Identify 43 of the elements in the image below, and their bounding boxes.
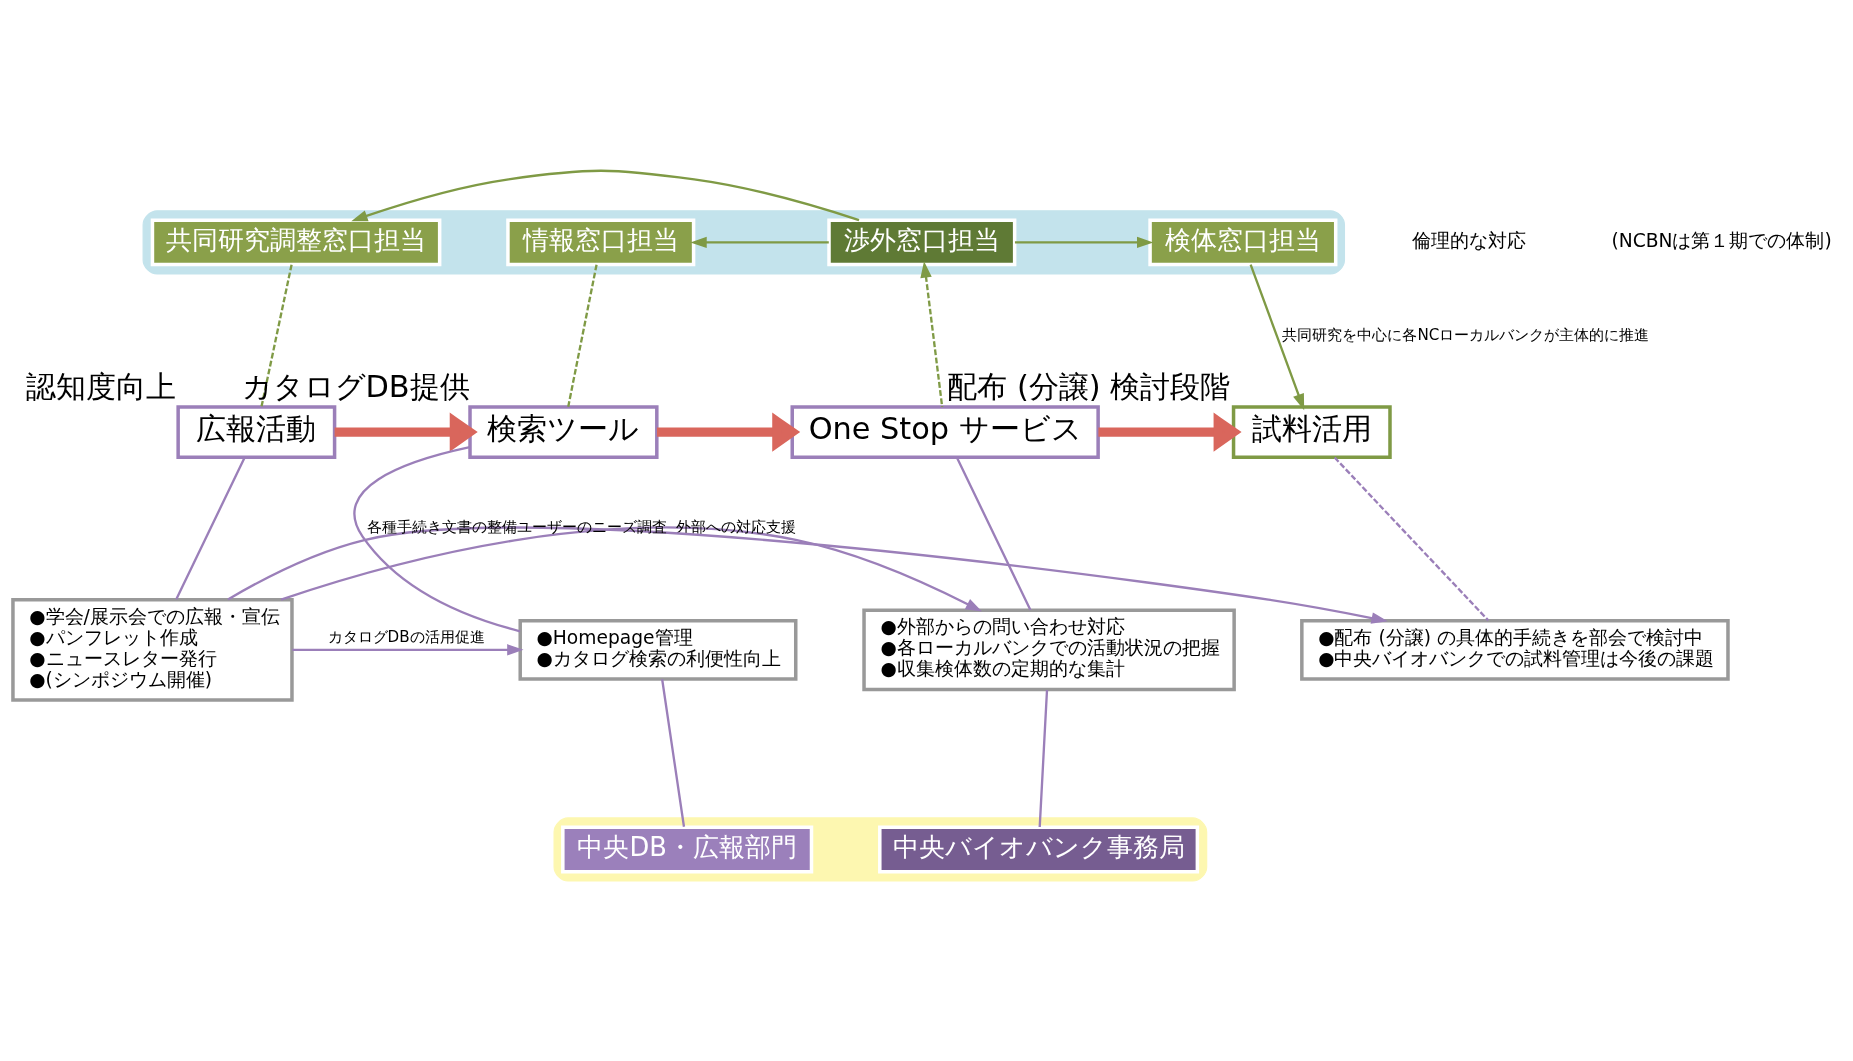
connector bbox=[175, 457, 246, 600]
node-label: カタログDB提供 bbox=[241, 369, 470, 405]
arrow bbox=[280, 526, 982, 612]
cluster bbox=[553, 817, 1208, 882]
connector bbox=[353, 446, 521, 633]
node-box: 中央バイオバンク事務局 bbox=[878, 825, 1200, 874]
node-box: ●配布 (分譲) の具体的手続きを部会で検討中 ●中央バイオバンクでの試料管理は今後の課題 bbox=[1300, 618, 1730, 681]
connector bbox=[1333, 456, 1490, 622]
node-box: ●学会/展示会での広報・宣伝 ●パンフレット作成 ●ニュースレター発行 ●(シンポジウム開催) bbox=[11, 597, 294, 702]
arrow bbox=[1249, 264, 1305, 411]
arrow bbox=[227, 526, 1388, 624]
node-box: 検体窓口担当 bbox=[1148, 218, 1338, 267]
edge-label: 共同研究を中心に各NCローカルバンクが主体的に推進 bbox=[1282, 325, 1650, 344]
arrow bbox=[1014, 236, 1154, 249]
node-box: 中央DB・広報部門 bbox=[561, 825, 814, 874]
node-box: ●外部からの問い合わせ対応 ●各ローカルバンクでの活動状況の把握 ●収集検体数の定期的な集計 bbox=[862, 608, 1236, 692]
edge-label: 各種手続き文書の整備ユーザーのニーズ調査 bbox=[366, 518, 667, 537]
arrow bbox=[1098, 412, 1242, 452]
node-box: 渉外窓口担当 bbox=[827, 218, 1017, 267]
arrow bbox=[920, 261, 944, 408]
edge-label: カタログDBの活用促進 bbox=[327, 628, 485, 647]
node-box: ●Homepage管理 ●カタログ検索の利便性向上 bbox=[518, 618, 798, 681]
node-box: 試料活用 bbox=[1231, 405, 1392, 459]
node-box: 検索ツール bbox=[468, 405, 659, 459]
node-box: 情報窓口担当 bbox=[506, 218, 696, 267]
connector bbox=[567, 264, 598, 408]
arrow bbox=[334, 412, 478, 452]
node-label: 認知度向上 bbox=[26, 369, 177, 405]
arrow bbox=[657, 412, 801, 452]
node-box: One Stop サービス bbox=[790, 405, 1100, 459]
label: (NCBNは第１期での体制) bbox=[1611, 229, 1832, 251]
edge-label: 外部への対応支援 bbox=[676, 518, 797, 537]
arrow bbox=[351, 169, 860, 222]
connector bbox=[260, 264, 293, 408]
node-label: 配布 (分譲) 検討段階 bbox=[947, 369, 1231, 405]
connector bbox=[661, 679, 686, 827]
connector bbox=[1038, 689, 1049, 828]
node-box: 共同研究調整窓口担当 bbox=[150, 218, 442, 267]
connector bbox=[955, 457, 1032, 611]
node-box: 広報活動 bbox=[176, 405, 337, 459]
arrow bbox=[690, 236, 829, 249]
label: 倫理的な対応 bbox=[1412, 229, 1527, 251]
arrow bbox=[292, 644, 524, 656]
